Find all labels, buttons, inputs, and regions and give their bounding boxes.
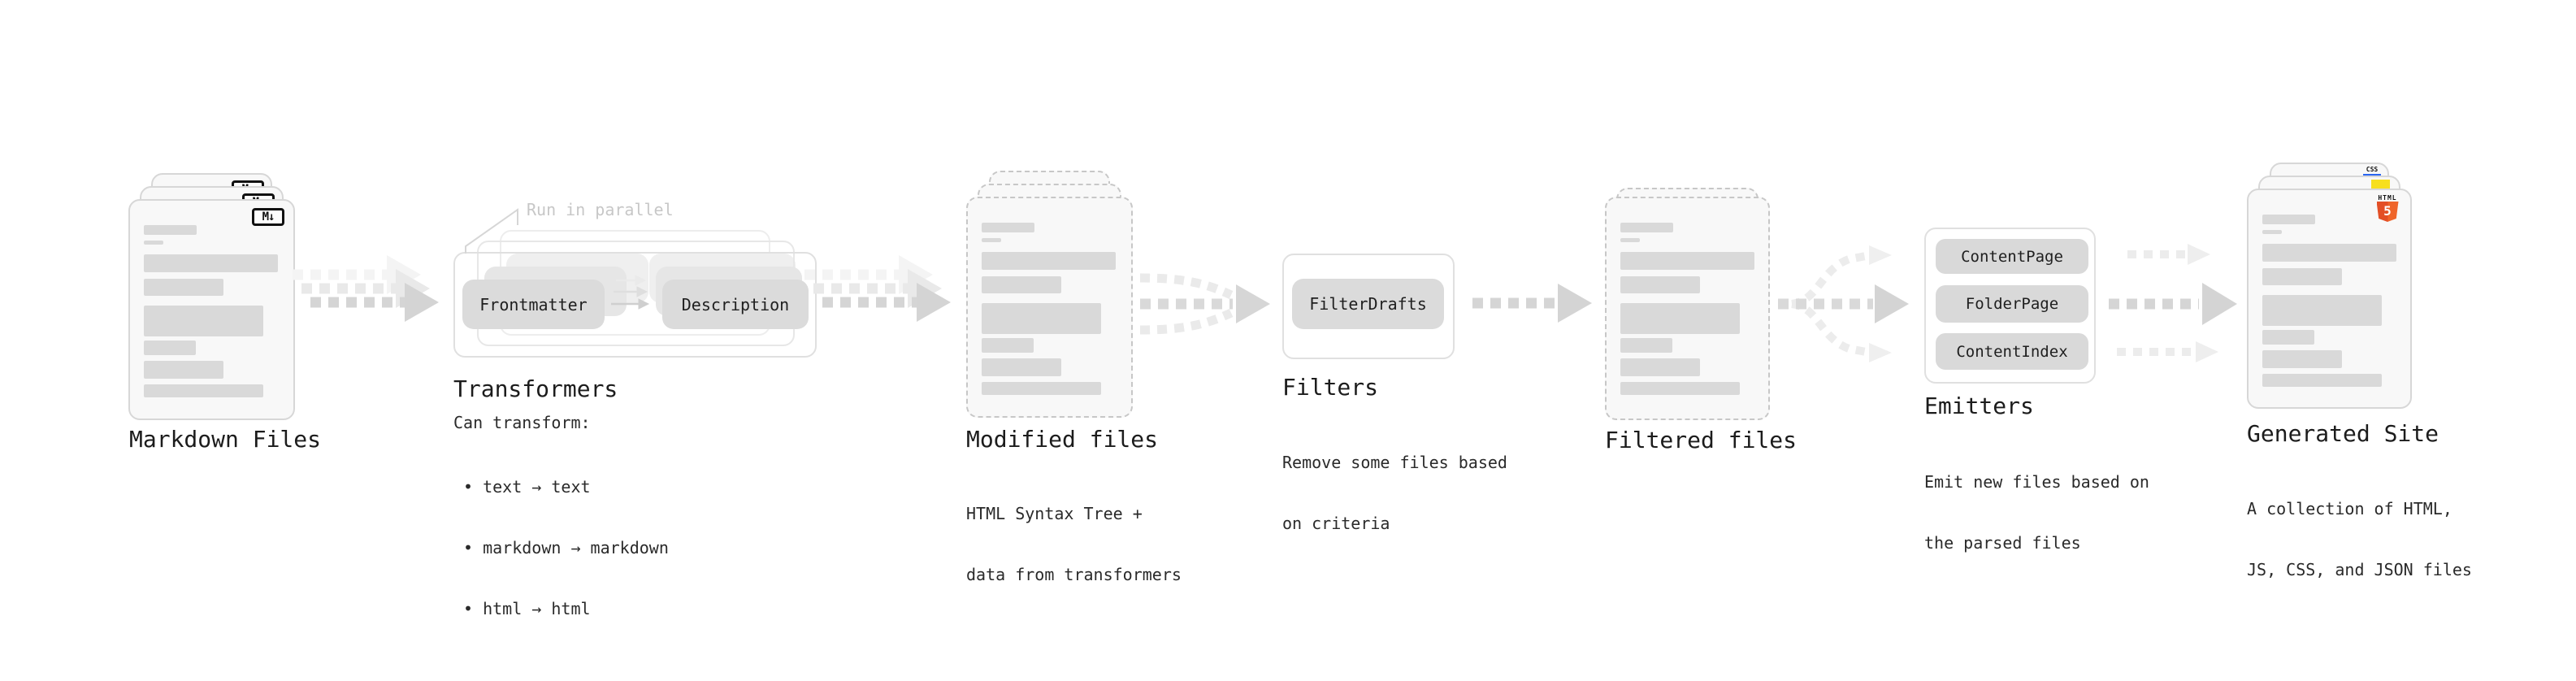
arrow-filtered-to-emitters: [1778, 245, 1909, 362]
description-box: Description: [662, 280, 809, 329]
emitters-panel: ContentPage FolderPage ContentIndex: [1924, 228, 2096, 384]
document-placeholder-lines: [1620, 223, 1754, 395]
emitters-subtitle: Emit new files based on the parsed files: [1924, 472, 2149, 553]
javascript-icon: [2371, 180, 2390, 189]
html-file-card: HTML 5: [2247, 189, 2412, 409]
arrow-filters-to-filtered: [1472, 284, 1592, 323]
arrow-modified-to-filters: [1139, 273, 1270, 335]
modified-files-title: Modified files: [966, 426, 1159, 453]
html5-icon: HTML 5: [2373, 194, 2402, 223]
bullet-item: • text → text: [463, 477, 591, 497]
css-icon: CSS: [2363, 167, 2381, 176]
run-in-parallel-callout-line: [465, 208, 518, 254]
filters-subtitle: Remove some files based on criteria: [1282, 453, 1507, 533]
bullet-item: • html → html: [463, 599, 591, 618]
arrow-emitters-to-generated: [2109, 244, 2237, 362]
filterdrafts-box: FilterDrafts: [1292, 279, 1444, 329]
filters-title: Filters: [1282, 374, 1379, 401]
transformers-description: Can transform:: [453, 413, 591, 432]
modified-files-subtitle: HTML Syntax Tree + data from transformer…: [966, 504, 1182, 584]
markdown-icon: M↓: [252, 208, 284, 226]
document-placeholder-lines: [2262, 215, 2396, 387]
document-placeholder-lines: [144, 225, 280, 397]
transformers-bullet-list: • text → text • markdown → markdown • ht…: [463, 436, 669, 660]
emitters-title: Emitters: [1924, 393, 2034, 419]
contentindex-pill: ContentIndex: [1936, 333, 2088, 370]
filtered-files-title: Filtered files: [1605, 427, 1798, 453]
arrow-markdown-to-transformers: [293, 255, 439, 322]
filtered-file-card-front: [1605, 197, 1770, 420]
generated-site-title: Generated Site: [2247, 420, 2439, 447]
frontmatter-box: Frontmatter: [462, 280, 605, 329]
markdown-file-card-front: M↓: [128, 199, 295, 420]
arrow-transformers-to-modified: [804, 255, 951, 322]
transformers-title: Transformers: [453, 375, 618, 402]
filters-panel: [1282, 254, 1455, 359]
folderpage-pill: FolderPage: [1936, 285, 2088, 323]
bullet-item: • markdown → markdown: [463, 538, 669, 557]
transformer-panel-front: [453, 252, 817, 358]
transformer-inner-arrows: [611, 275, 650, 310]
contentpage-pill: ContentPage: [1936, 239, 2088, 274]
modified-file-card-front: [966, 197, 1133, 418]
generated-site-subtitle: A collection of HTML, JS, CSS, and JSON …: [2247, 499, 2472, 579]
document-placeholder-lines: [982, 223, 1117, 395]
run-in-parallel-label: Run in parallel: [527, 200, 674, 219]
markdown-files-title: Markdown Files: [129, 426, 322, 453]
